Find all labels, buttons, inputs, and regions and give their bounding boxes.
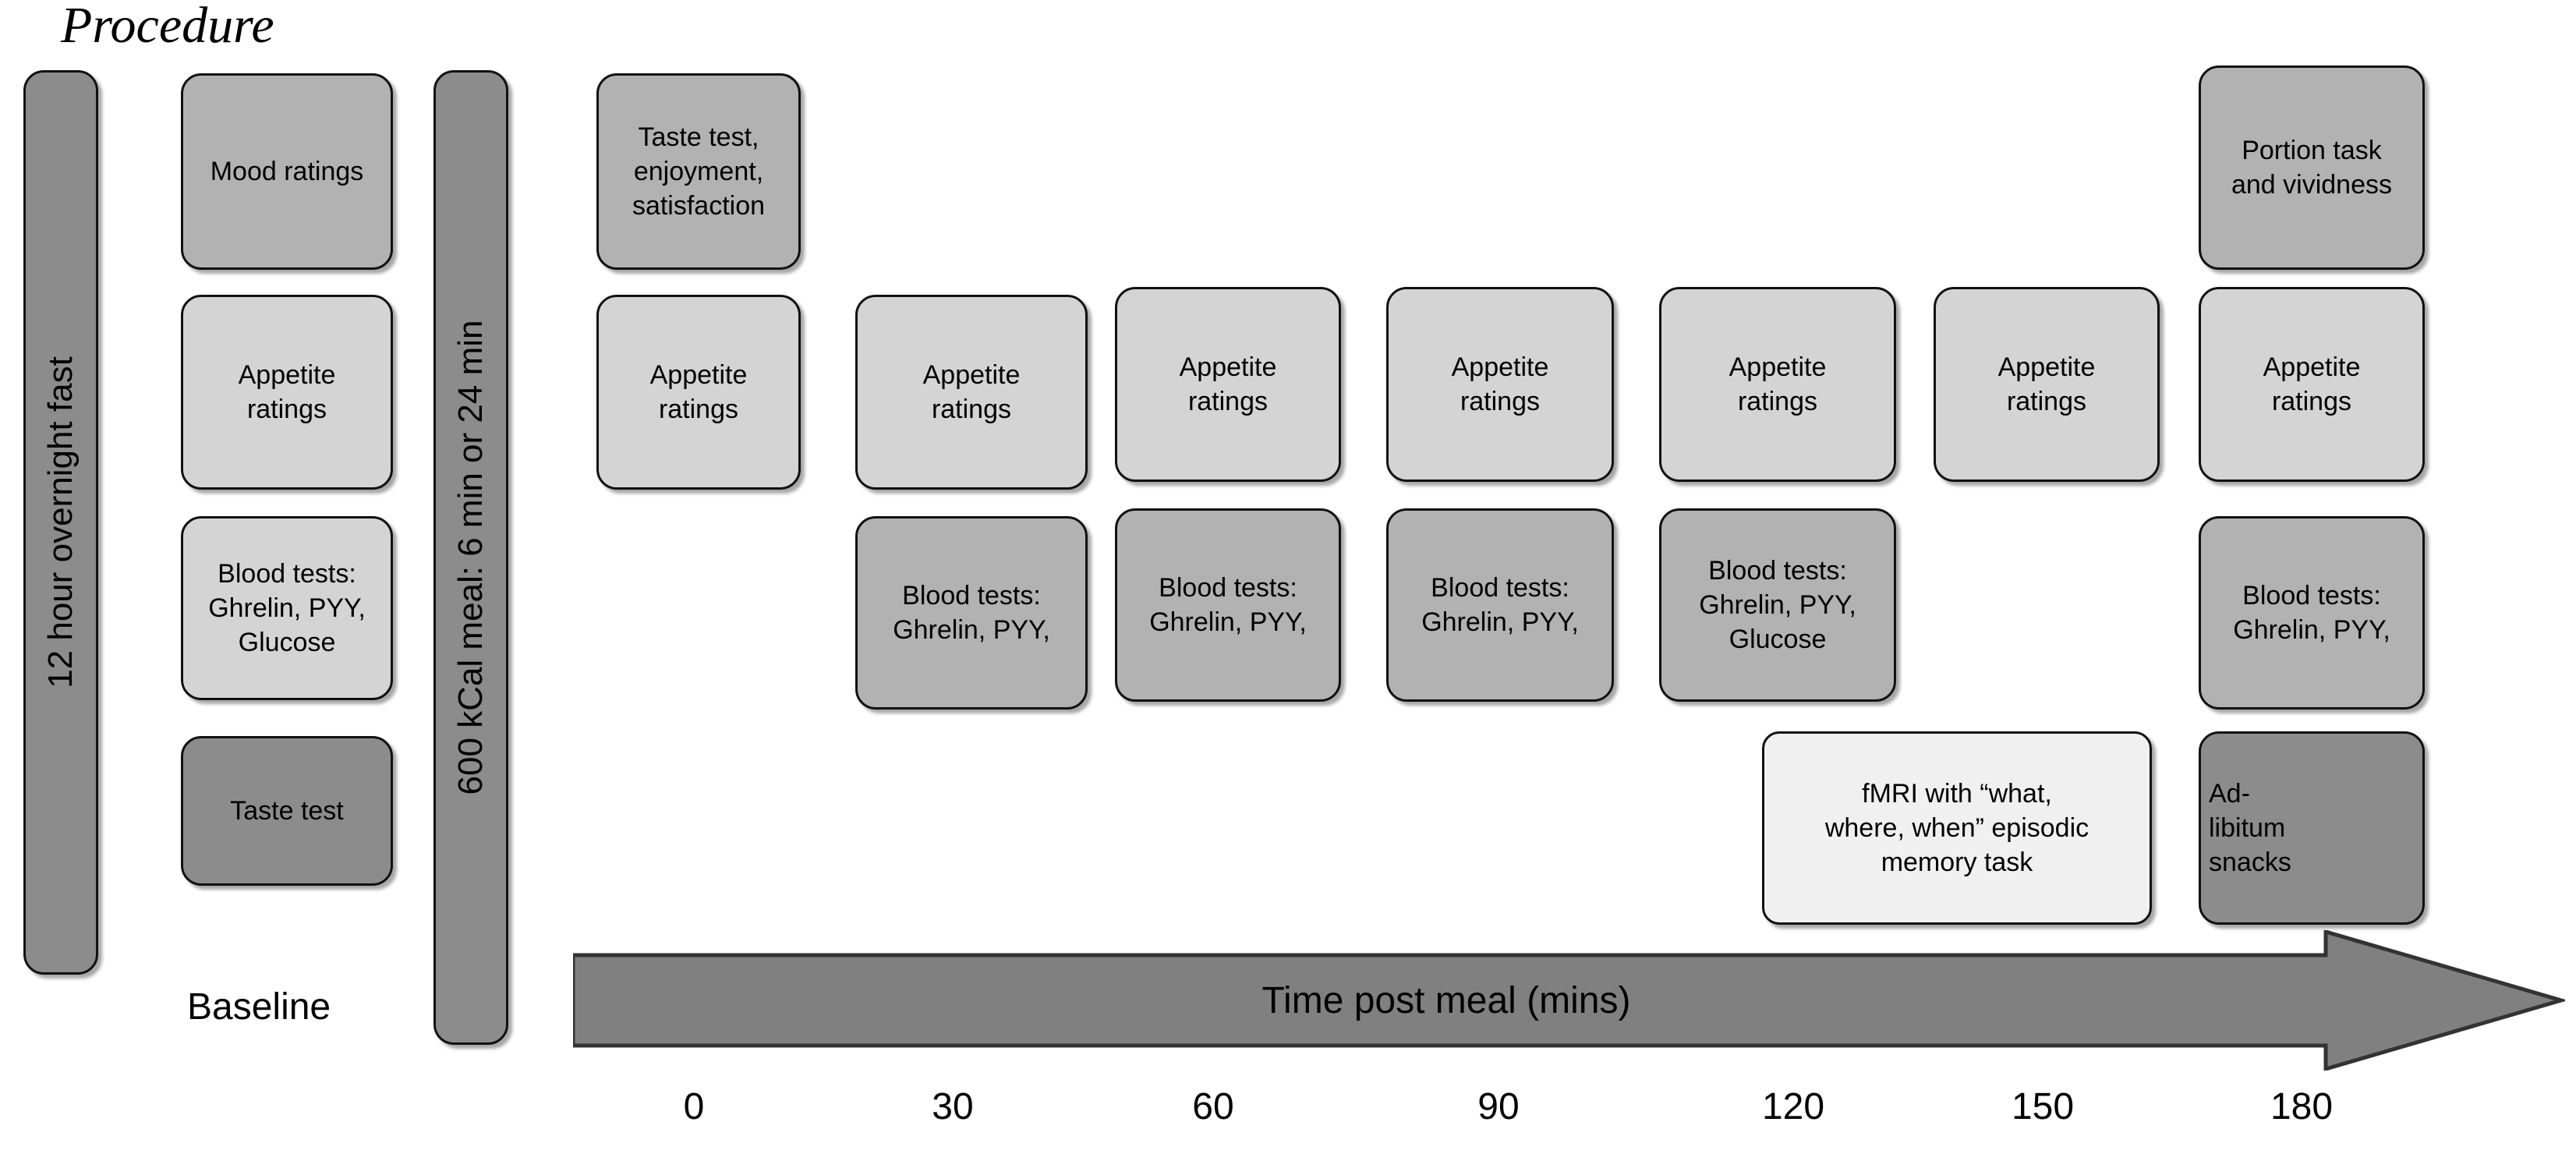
- blood-tests-label: Blood tests: Ghrelin, PYY,: [1149, 572, 1307, 637]
- appetite-ratings-label: Appetite ratings: [1729, 352, 1827, 416]
- blood-tests-box-t30: Blood tests: Ghrelin, PYY,: [855, 516, 1088, 710]
- ad-libitum-snacks-box: Ad- libitum snacks: [2199, 731, 2425, 925]
- appetite-ratings-label: Appetite ratings: [922, 359, 1021, 424]
- taste-test-label: Taste test: [230, 795, 344, 826]
- tick-label-90: 90: [1477, 1086, 1520, 1127]
- blood-tests-label: Blood tests: Ghrelin, PYY, Glucose: [1699, 555, 1856, 655]
- blood-tests-label: Blood tests: Ghrelin, PYY,: [893, 580, 1050, 645]
- timeline-arrow: Time post meal (mins): [573, 930, 2565, 1071]
- blood-tests-label: Blood tests: Ghrelin, PYY, Glucose: [208, 558, 366, 658]
- blood-tests-box-t60: Blood tests: Ghrelin, PYY,: [1115, 508, 1341, 702]
- mood-ratings-label: Mood ratings: [210, 156, 364, 186]
- meal-bar: 600 kCal meal: 6 min or 24 min: [433, 70, 508, 1045]
- ad-libitum-snacks-label: Ad- libitum snacks: [2209, 778, 2291, 878]
- tick-label-180: 180: [2270, 1086, 2334, 1127]
- tick-label-30: 30: [932, 1086, 974, 1127]
- meal-bar-label: 600 kCal meal: 6 min or 24 min: [451, 320, 490, 795]
- appetite-ratings-box-t90: Appetite ratings: [1386, 287, 1614, 482]
- blood-tests-label: Blood tests: Ghrelin, PYY,: [2233, 580, 2390, 645]
- overnight-fast-bar: 12 hour overnight fast: [23, 70, 98, 975]
- overnight-fast-bar-label: 12 hour overnight fast: [41, 356, 80, 688]
- taste-test-enjoyment-box: Taste test, enjoyment, satisfaction: [596, 73, 801, 270]
- baseline-caption: Baseline: [187, 986, 331, 1028]
- tick-label-150: 150: [2011, 1086, 2075, 1127]
- tick-label-60: 60: [1192, 1086, 1234, 1127]
- appetite-ratings-box-t150: Appetite ratings: [1934, 287, 2160, 482]
- appetite-ratings-label: Appetite ratings: [649, 359, 748, 424]
- appetite-ratings-box-t120: Appetite ratings: [1659, 287, 1896, 482]
- appetite-ratings-box-t30: Appetite ratings: [855, 295, 1088, 490]
- portion-task-label: Portion task and vividness: [2231, 135, 2392, 200]
- portion-task-box: Portion task and vividness: [2199, 65, 2425, 270]
- blood-tests-label: Blood tests: Ghrelin, PYY,: [1421, 572, 1579, 637]
- tick-label-120: 120: [1761, 1086, 1825, 1127]
- appetite-ratings-box-t60: Appetite ratings: [1115, 287, 1341, 482]
- blood-tests-box-baseline: Blood tests: Ghrelin, PYY, Glucose: [181, 516, 393, 700]
- page-title: Procedure: [61, 0, 274, 54]
- blood-tests-box-t120: Blood tests: Ghrelin, PYY, Glucose: [1659, 508, 1896, 702]
- appetite-ratings-label: Appetite ratings: [238, 359, 336, 424]
- fmri-task-box: fMRI with “what, where, when” episodic m…: [1762, 731, 2152, 925]
- appetite-ratings-box-t0: Appetite ratings: [596, 295, 801, 490]
- timeline-arrow-outline: [573, 930, 2565, 1071]
- appetite-ratings-label: Appetite ratings: [1997, 352, 2096, 416]
- fmri-task-label: fMRI with “what, where, when” episodic m…: [1824, 778, 2089, 878]
- appetite-ratings-label: Appetite ratings: [1179, 352, 1277, 416]
- tick-label-0: 0: [683, 1086, 705, 1127]
- mood-ratings-box: Mood ratings: [181, 73, 393, 270]
- taste-test-box-baseline: Taste test: [181, 736, 393, 886]
- appetite-ratings-label: Appetite ratings: [2263, 352, 2361, 416]
- appetite-ratings-label: Appetite ratings: [1451, 352, 1549, 416]
- timeline-axis-label: Time post meal (mins): [1261, 979, 1631, 1021]
- appetite-ratings-box-baseline: Appetite ratings: [181, 295, 393, 490]
- blood-tests-box-t90: Blood tests: Ghrelin, PYY,: [1386, 508, 1614, 702]
- appetite-ratings-box-t180: Appetite ratings: [2199, 287, 2425, 482]
- taste-test-enjoyment-label: Taste test, enjoyment, satisfaction: [632, 122, 766, 221]
- blood-tests-box-t180: Blood tests: Ghrelin, PYY,: [2199, 516, 2425, 710]
